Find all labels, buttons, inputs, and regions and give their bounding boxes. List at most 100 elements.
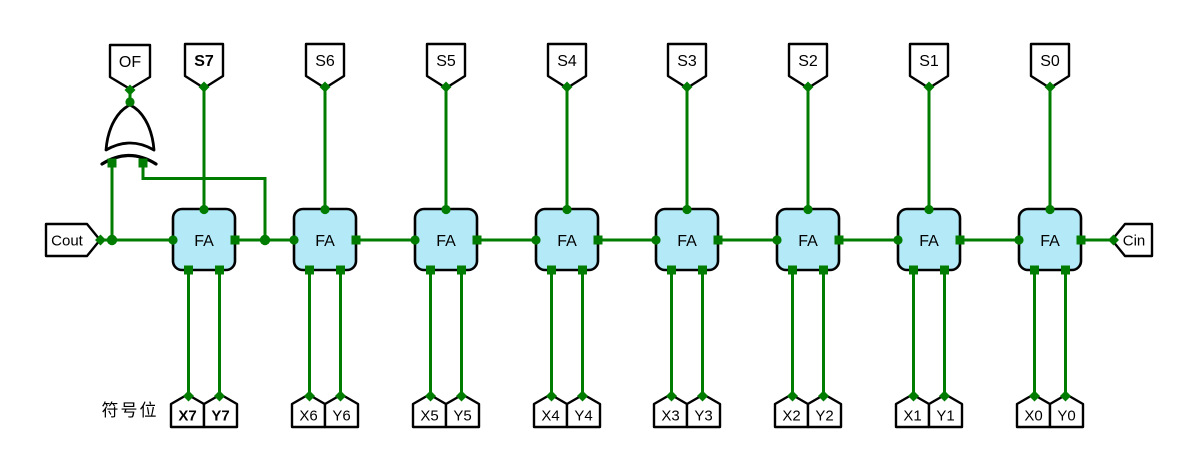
adder-column-bit0: S0 FA X0 Y0 (1014, 42, 1086, 429)
x-input-tag (290, 393, 327, 429)
x-input-label: X4 (541, 408, 559, 425)
sum-wire-connector (681, 81, 693, 93)
sum-port (1045, 204, 1055, 215)
adder-column-bit1: S1 FA X1 Y1 (893, 42, 965, 429)
sum-wire-connector (198, 81, 210, 93)
y-input-label: Y0 (1057, 408, 1075, 425)
sum-output-label: S5 (436, 53, 456, 70)
x-wire-connector (546, 390, 557, 402)
y-input-tag (565, 393, 602, 429)
sum-port (924, 204, 934, 215)
full-adder-label: FA (677, 233, 697, 250)
full-adder-label: FA (1040, 233, 1060, 250)
x-input-tag (894, 393, 931, 429)
carry-in-label: Cin (1123, 233, 1146, 250)
y-wire-connector (818, 390, 829, 402)
x-input-tag (411, 393, 448, 429)
sum-output-tag (546, 42, 588, 90)
xor-output-port (125, 97, 135, 107)
sum-wire-connector (319, 81, 331, 93)
y-wire-connector (1060, 390, 1071, 402)
sum-port (562, 204, 572, 215)
x-wire-connector (787, 390, 798, 402)
adder-column-bit4: S4 FA X4 Y4 (531, 42, 603, 429)
y-input-label: Y7 (211, 408, 229, 425)
sum-output-label: S1 (919, 53, 939, 70)
full-adder-label: FA (919, 233, 939, 250)
y-port (215, 265, 224, 275)
x-input-tag (652, 393, 689, 429)
sum-output-label: S0 (1040, 53, 1060, 70)
xor-input-a-port (107, 158, 117, 168)
y-input-label: Y3 (694, 408, 712, 425)
carry-out-port (168, 235, 178, 245)
x-wire-connector (908, 390, 919, 402)
xor-gate-icon (104, 103, 156, 152)
y-port (457, 265, 466, 275)
y-input-tag (202, 393, 239, 429)
xor-gate-input-arc-icon (100, 153, 158, 166)
sum-wire-connector (440, 81, 452, 93)
y-port (698, 265, 707, 275)
x-input-label: X5 (420, 408, 438, 425)
carry-in-connector (1108, 234, 1119, 246)
sum-output-label: S2 (798, 53, 818, 70)
carry-out-port (651, 235, 661, 245)
carry-out-port (531, 235, 541, 245)
sum-output-label: S6 (315, 53, 335, 70)
y-port (578, 265, 587, 275)
carry-in-port (230, 235, 240, 245)
x-input-label: X1 (903, 408, 921, 425)
x-input-tag (169, 393, 206, 429)
carry-out-label: Cout (51, 233, 84, 250)
y-port (819, 265, 828, 275)
sum-port (441, 204, 451, 215)
sum-output-tag (787, 42, 829, 90)
sum-output-tag (425, 42, 467, 90)
full-adder-label: FA (194, 233, 214, 250)
carry-in-port (593, 235, 603, 245)
x-port (667, 265, 676, 275)
sum-output-tag (183, 42, 225, 90)
x-wire-connector (1029, 390, 1040, 402)
y-input-tag (1048, 393, 1085, 429)
junction-carry7-tap (259, 234, 271, 246)
xor-input-b-port (138, 158, 148, 168)
x-input-tag (532, 393, 569, 429)
x-input-label: X3 (661, 408, 679, 425)
carry-in-port (955, 235, 965, 245)
sum-output-tag (304, 42, 346, 90)
x-port (547, 265, 556, 275)
y-wire-connector (335, 390, 346, 402)
adder-column-bit3: S3 FA X3 Y3 (651, 42, 723, 429)
carry-out-port (410, 235, 420, 245)
carry-out-port (1014, 235, 1024, 245)
carry-in-port (472, 235, 482, 245)
adder-column-bit5: S5 FA X5 Y5 (410, 42, 482, 429)
y-input-tag (323, 393, 360, 429)
carry-in-port (1076, 235, 1086, 245)
y-input-label: Y5 (453, 408, 471, 425)
sum-port (320, 204, 330, 215)
carry-in-port (834, 235, 844, 245)
x-input-label: X6 (299, 408, 317, 425)
y-port (940, 265, 949, 275)
x-port (426, 265, 435, 275)
full-adder-label: FA (557, 233, 577, 250)
carry-in-port (351, 235, 361, 245)
y-wire-connector (456, 390, 467, 402)
y-input-tag (444, 393, 481, 429)
carry-out-port (289, 235, 299, 245)
junction-cout-tap (106, 234, 118, 246)
x-input-label: X7 (178, 408, 196, 425)
y-wire-connector (577, 390, 588, 402)
carry-in-port (713, 235, 723, 245)
y-input-label: Y4 (574, 408, 592, 425)
y-wire-connector (697, 390, 708, 402)
carry-out-connector (95, 234, 106, 246)
x-port (909, 265, 918, 275)
sum-port (803, 204, 813, 215)
y-input-tag (927, 393, 964, 429)
